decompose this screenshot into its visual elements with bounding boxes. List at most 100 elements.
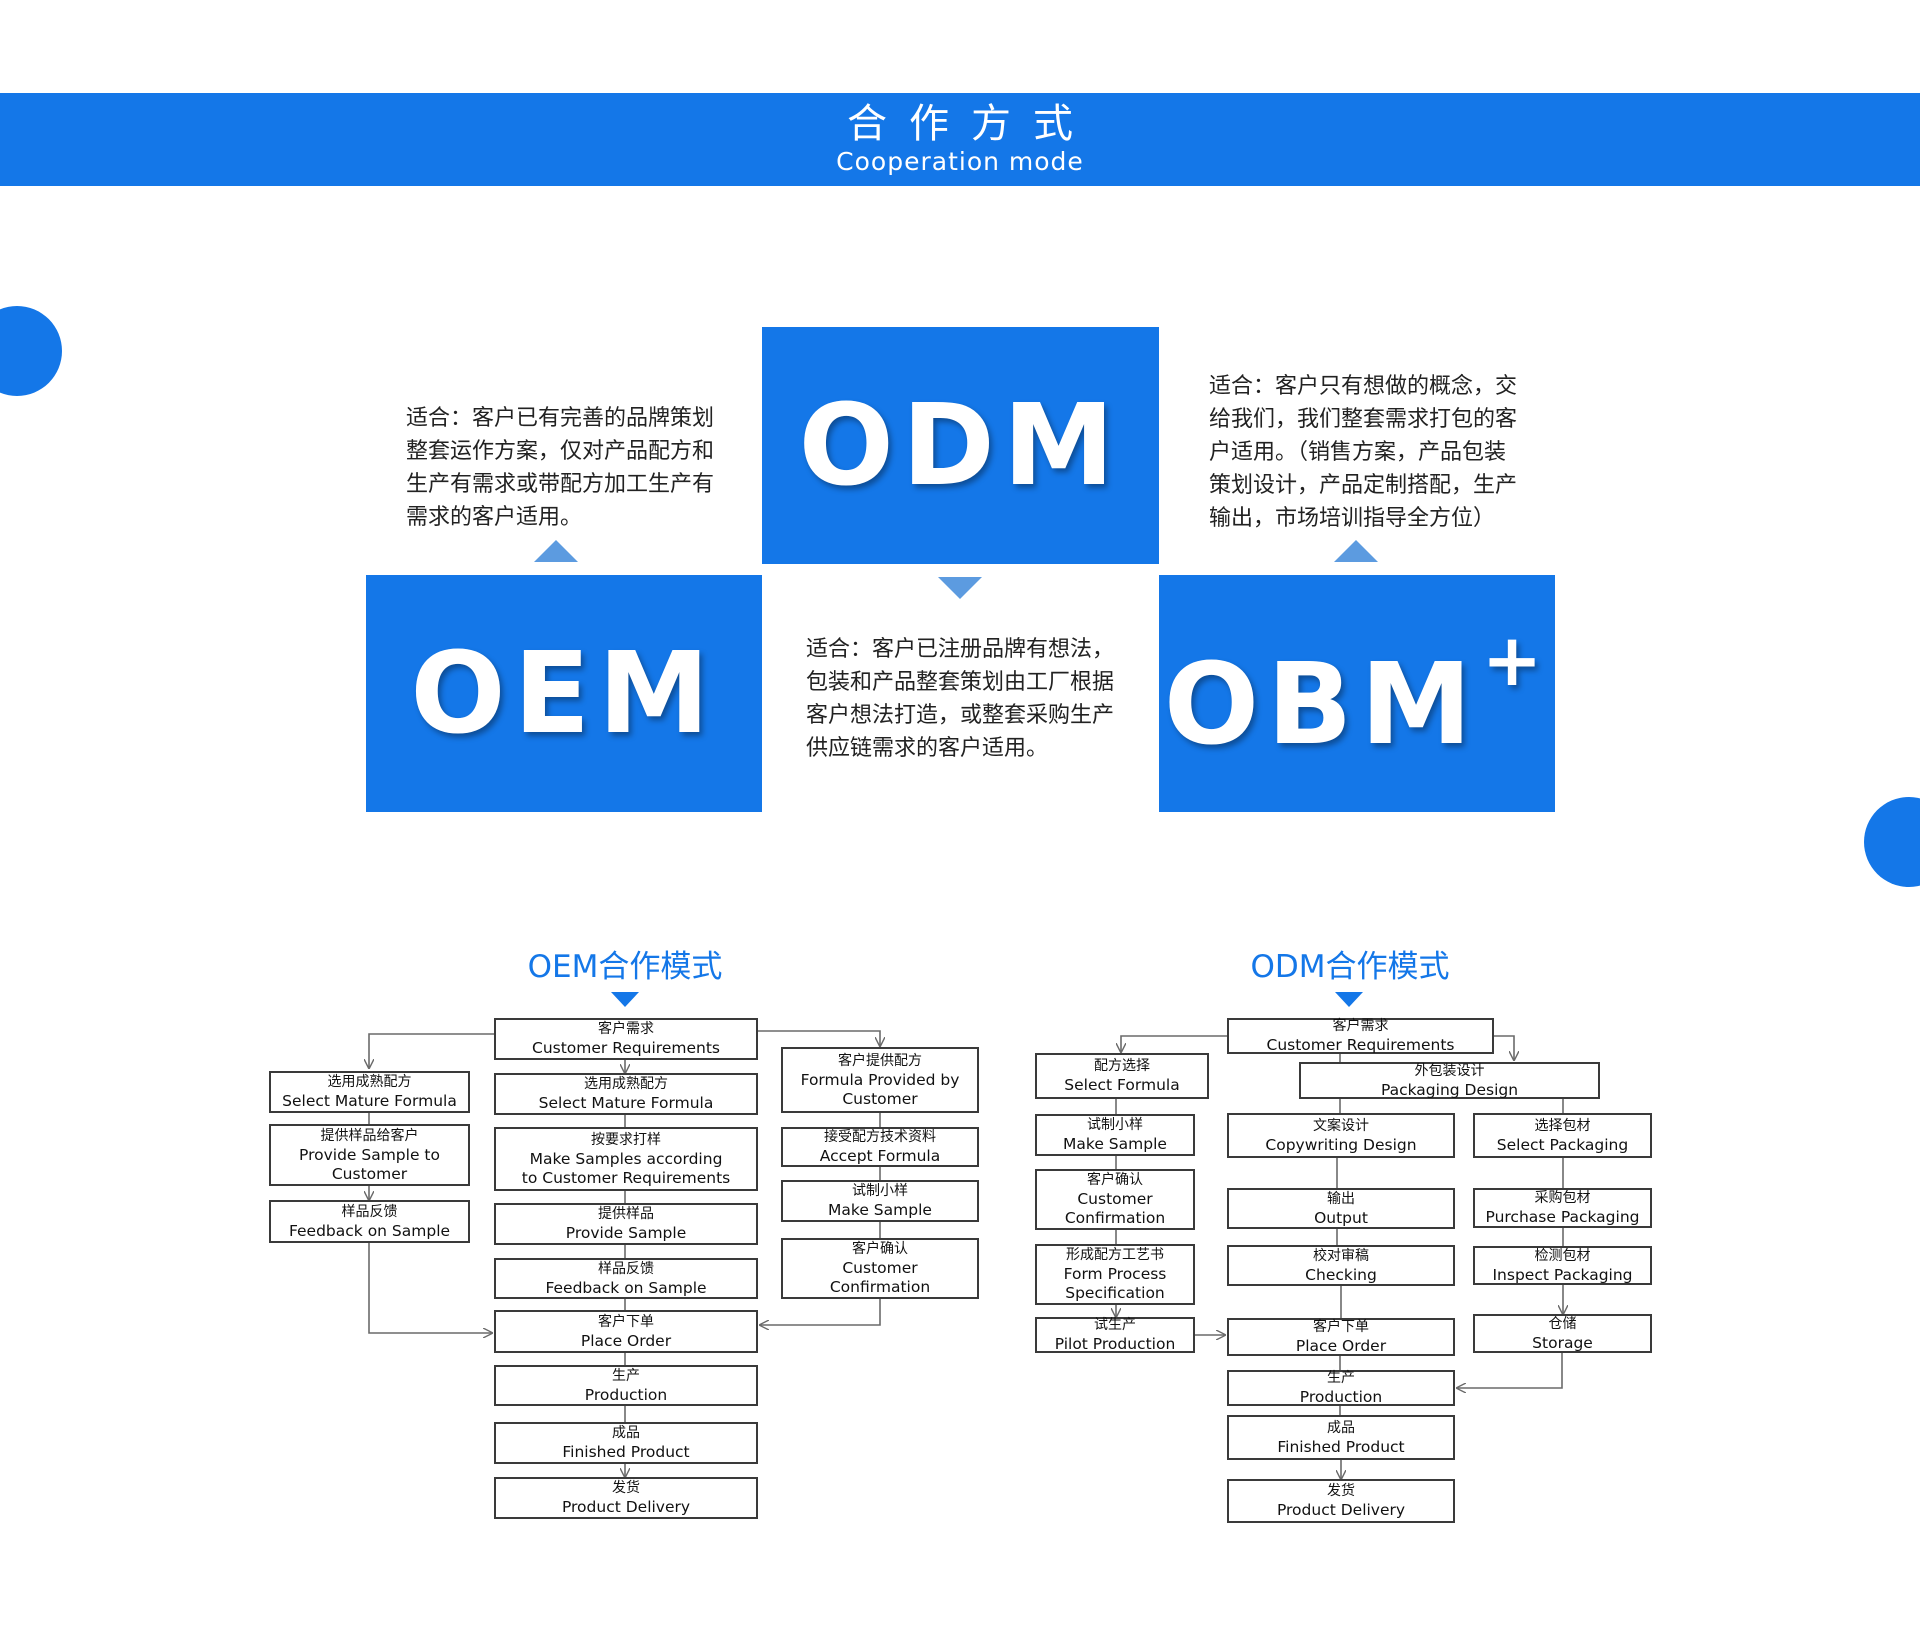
odm-node-left-select-formula-en: Select Formula (1064, 1076, 1180, 1094)
oem-node-center-make-samples: 按要求打样 Make Samples according to Customer… (494, 1127, 758, 1191)
oem-node-center-provide-sample-en: Provide Sample (565, 1224, 687, 1242)
oem-node-product-delivery: 发货 Product Delivery (494, 1477, 758, 1519)
odm-node-checking-cn: 校对审稿 (1313, 1247, 1369, 1264)
oem-block: OEM (366, 575, 762, 812)
oem-node-finished-product-en: Finished Product (562, 1443, 690, 1461)
oem-flowchart-title: OEM合作模式 (527, 949, 723, 985)
oem-node-left-select-mature-cn: 选用成熟配方 (327, 1074, 412, 1090)
odm-line-req-right (1494, 1035, 1514, 1060)
oem-node-center-provide-sample: 提供样品 Provide Sample (494, 1203, 758, 1245)
odm-node-copywriting-design-en: Copywriting Design (1265, 1135, 1417, 1154)
oem-node-customer-requirements-en: Customer Requirements (532, 1039, 720, 1057)
odm-node-customer-requirements: 客户需求 Customer Requirements (1227, 1018, 1494, 1054)
oem-node-right-accept-formula-en: Accept Formula (819, 1147, 941, 1165)
odm-node-copywriting-design: 文案设计 Copywriting Design (1227, 1113, 1455, 1158)
odm-node-customer-requirements-en: Customer Requirements (1266, 1036, 1455, 1054)
oem-node-place-order: 客户下单 Place Order (494, 1310, 758, 1353)
odm-node-left-select-formula: 配方选择 Select Formula (1035, 1053, 1209, 1099)
oem-node-right-formula-provided-cn: 客户提供配方 (838, 1052, 922, 1069)
odm-node-place-order-en: Place Order (1295, 1337, 1387, 1355)
header-title-en: Cooperation mode (836, 147, 1084, 176)
header-title-cn: 合作方式 (847, 101, 1095, 147)
obm-pointer-triangle (1334, 540, 1378, 562)
oem-node-right-accept-formula-cn: 接受配方技术资料 (824, 1129, 936, 1145)
odm-node-checking-en: Checking (1305, 1265, 1377, 1284)
odm-node-left-pilot-production: 试生产 Pilot Production (1035, 1317, 1195, 1353)
odm-node-storage-en: Storage (1532, 1333, 1593, 1352)
oem-node-left-feedback: 样品反馈 Feedback on Sample (269, 1200, 470, 1243)
oem-node-left-provide-sample-cn: 提供样品给客户 (320, 1127, 419, 1144)
oem-node-left-provide-sample: 提供样品给客户 Provide Sample to Customer (269, 1124, 470, 1186)
odm-node-copywriting-design-cn: 文案设计 (1313, 1117, 1369, 1134)
odm-node-left-pilot-production-en: Pilot Production (1054, 1335, 1176, 1353)
odm-node-inspect-packaging-en: Inspect Packaging (1492, 1265, 1633, 1284)
odm-node-customer-requirements-cn: 客户需求 (1332, 1018, 1389, 1034)
oem-node-center-feedback-cn: 样品反馈 (598, 1260, 654, 1277)
oem-line-req-left (369, 1033, 494, 1068)
oem-node-left-provide-sample-en1: Provide Sample to (299, 1145, 440, 1164)
odm-node-production: 生产 Production (1227, 1370, 1455, 1406)
oem-node-production: 生产 Production (494, 1365, 758, 1406)
odm-node-left-make-sample: 试制小样 Make Sample (1035, 1114, 1195, 1156)
odm-node-select-packaging-cn: 选择包材 (1534, 1117, 1591, 1134)
oem-node-right-formula-provided-en2: Customer (842, 1089, 918, 1108)
oem-node-center-make-samples-en2: to Customer Requirements (521, 1168, 731, 1187)
obm-block: OBM+ (1159, 575, 1555, 812)
odm-node-product-delivery-cn: 发货 (1327, 1483, 1355, 1499)
odm-node-packaging-design: 外包装设计 Packaging Design (1299, 1062, 1600, 1099)
oem-node-customer-requirements: 客户需求 Customer Requirements (494, 1018, 758, 1060)
oem-node-right-formula-provided: 客户提供配方 Formula Provided by Customer (781, 1047, 979, 1113)
oem-node-right-make-sample-cn: 试制小样 (852, 1183, 908, 1199)
odm-label: ODM (798, 380, 1123, 511)
odm-node-packaging-design-en: Packaging Design (1380, 1080, 1519, 1099)
odm-node-finished-product-cn: 成品 (1327, 1419, 1355, 1436)
oem-node-customer-requirements-cn: 客户需求 (598, 1021, 654, 1037)
odm-node-finished-product-en: Finished Product (1277, 1437, 1405, 1456)
odm-node-left-form-process-en1: Form Process (1063, 1265, 1167, 1283)
odm-node-storage: 仓储 Storage (1473, 1314, 1652, 1353)
odm-node-packaging-design-cn: 外包装设计 (1414, 1062, 1485, 1079)
odm-node-production-cn: 生产 (1327, 1370, 1355, 1386)
oem-node-production-en: Production (584, 1385, 668, 1404)
odm-node-storage-cn: 仓储 (1548, 1315, 1577, 1332)
oem-node-right-formula-provided-en1: Formula Provided by (800, 1070, 960, 1089)
header-band (0, 93, 1920, 186)
oem-node-center-select-mature: 选用成熟配方 Select Mature Formula (494, 1073, 758, 1115)
odm-node-select-packaging: 选择包材 Select Packaging (1473, 1113, 1652, 1158)
oem-node-right-customer-confirmation: 客户确认 Customer Confirmation (781, 1238, 979, 1299)
oem-node-left-select-mature-en: Select Mature Formula (282, 1092, 457, 1110)
odm-node-left-customer-confirmation-en1: Customer (1077, 1190, 1153, 1208)
oem-node-center-feedback: 样品反馈 Feedback on Sample (494, 1258, 758, 1299)
odm-block: ODM (762, 327, 1159, 564)
oem-node-left-feedback-en: Feedback on Sample (288, 1221, 451, 1240)
odm-node-left-customer-confirmation: 客户确认 Customer Confirmation (1035, 1169, 1195, 1230)
oem-node-product-delivery-en: Product Delivery (561, 1498, 691, 1516)
oem-node-finished-product-cn: 成品 (612, 1425, 640, 1441)
odm-flowchart-title: ODM合作模式 (1250, 949, 1450, 985)
odm-node-left-make-sample-cn: 试制小样 (1087, 1117, 1143, 1133)
obm-description: 适合：客户只有想做的概念，交给我们，我们整套需求打包的客户适用。（销售方案，产品… (1209, 374, 1518, 531)
oem-node-right-customer-confirmation-en1: Customer (842, 1259, 918, 1277)
odm-line-req-left (1121, 1035, 1227, 1052)
odm-flowchart-title-arrow (1335, 992, 1363, 1007)
odm-pointer-triangle (938, 577, 982, 599)
oem-node-right-customer-confirmation-cn: 客户确认 (852, 1241, 908, 1257)
odm-node-left-customer-confirmation-en2: Confirmation (1064, 1209, 1166, 1227)
oem-node-left-feedback-cn: 样品反馈 (341, 1203, 398, 1220)
oem-node-right-make-sample: 试制小样 Make Sample (781, 1180, 979, 1222)
oem-node-place-order-en: Place Order (580, 1331, 672, 1350)
odm-line-storage-prod (1457, 1353, 1563, 1388)
odm-node-purchase-packaging-en: Purchase Packaging (1485, 1208, 1640, 1226)
oem-line-r-to-order (760, 1298, 881, 1325)
odm-description: 适合：客户已注册品牌有想法，包装和产品整套策划由工厂根据客户想法打造，或整套采购… (806, 637, 1115, 761)
oem-node-center-select-mature-cn: 选用成熟配方 (584, 1076, 668, 1092)
oem-node-place-order-cn: 客户下单 (598, 1313, 654, 1330)
oem-node-left-provide-sample-en2: Customer (331, 1164, 408, 1183)
odm-node-production-en: Production (1299, 1388, 1383, 1406)
oem-node-production-cn: 生产 (612, 1367, 640, 1384)
odm-node-left-form-process-en2: Specification (1065, 1284, 1165, 1302)
oem-node-center-feedback-en: Feedback on Sample (545, 1278, 707, 1297)
oem-node-finished-product: 成品 Finished Product (494, 1422, 758, 1464)
odm-node-left-make-sample-en: Make Sample (1063, 1135, 1167, 1153)
oem-node-right-make-sample-en: Make Sample (828, 1201, 932, 1219)
